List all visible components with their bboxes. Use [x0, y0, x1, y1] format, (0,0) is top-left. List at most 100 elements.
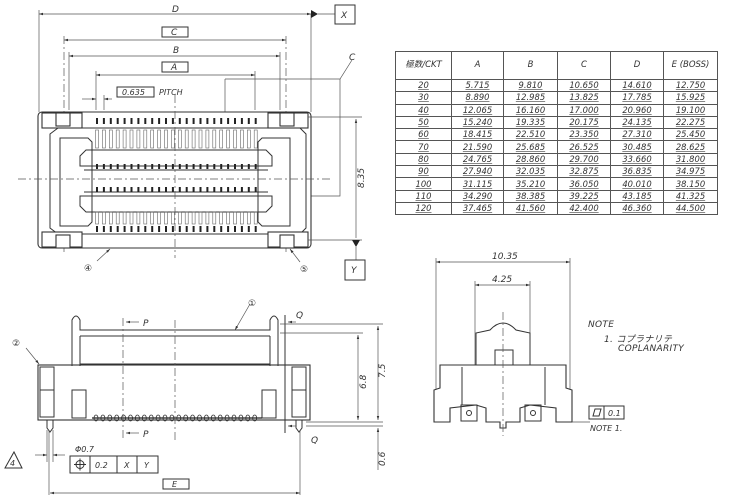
pin-lead — [109, 211, 113, 225]
boss-peg-right — [295, 420, 303, 433]
cell-dim: 28.860 — [503, 152, 558, 167]
cell-dim: 29.700 — [557, 152, 611, 167]
cell-dim: 12.065 — [451, 103, 504, 117]
pin-lead — [164, 211, 168, 225]
height-dim-label: 8.35 — [357, 168, 367, 188]
corner-boss-br — [267, 231, 309, 249]
cell-dim: 22.510 — [503, 128, 558, 142]
cell-dim: 38.385 — [503, 189, 558, 203]
cell-dim: 13.825 — [557, 91, 611, 105]
callout-2: ② — [12, 339, 20, 349]
cell-dim: 22.275 — [663, 115, 718, 130]
pin — [102, 226, 105, 232]
side-contact-pins — [92, 414, 262, 422]
pin — [178, 118, 181, 124]
section-p-bottom: P — [143, 430, 149, 440]
cell-dim: 31.115 — [451, 177, 504, 191]
cell-dim: 21.590 — [451, 140, 504, 154]
pin — [206, 226, 209, 232]
pin — [234, 118, 236, 124]
datum-y-label: Y — [351, 266, 358, 276]
pin — [185, 118, 188, 124]
pin-lead — [253, 129, 258, 149]
pin-lead — [115, 211, 120, 225]
pin — [123, 118, 126, 124]
cell-dim: 33.660 — [610, 152, 664, 167]
pin — [123, 164, 126, 169]
end-view: 10.35 4.25 0.1 NOTE 1. — [433, 252, 625, 436]
pin — [102, 187, 105, 192]
pin — [185, 187, 188, 192]
dim-c-label: C — [171, 28, 178, 38]
cell-dim: 24.135 — [610, 115, 664, 130]
pin — [199, 226, 202, 232]
pin — [206, 187, 209, 192]
pin — [227, 164, 230, 169]
pin — [240, 187, 243, 192]
cell-dim: 9.810 — [503, 78, 558, 93]
cell-dim: 36.835 — [610, 165, 664, 179]
pin-lead — [233, 211, 237, 225]
pin — [254, 226, 257, 232]
cell-dim: 15.240 — [451, 115, 504, 130]
pin — [165, 187, 167, 192]
datum-x-arrow — [311, 10, 318, 18]
pin — [192, 118, 195, 124]
pin-lead — [240, 129, 244, 149]
pin — [144, 164, 147, 169]
pin — [171, 187, 174, 192]
pin-lead — [136, 211, 141, 225]
cell-dim: 27.940 — [451, 165, 504, 179]
pitch-box — [116, 86, 155, 98]
pin — [151, 164, 154, 169]
cell-dim: 8.890 — [451, 91, 504, 105]
pin — [130, 118, 133, 124]
pin — [165, 226, 167, 232]
pin — [178, 164, 181, 169]
pin-lead — [226, 129, 230, 149]
pin — [144, 226, 147, 232]
pin — [130, 164, 133, 169]
pin — [109, 164, 112, 169]
flatness-value: 0.1 — [608, 409, 621, 418]
datum-y-arrow — [352, 240, 360, 247]
pin-lead — [95, 211, 99, 225]
pin — [199, 164, 202, 169]
pin-lead — [102, 211, 106, 225]
pin — [220, 187, 223, 192]
cell-dim: 19.335 — [503, 115, 558, 130]
position-tolerance-frame: 0.2 X Y — [69, 455, 159, 474]
pin — [247, 164, 250, 169]
header-d: D — [610, 51, 664, 80]
connector-side-body — [37, 364, 311, 421]
pin — [102, 164, 105, 169]
pin-lead — [157, 129, 161, 149]
callout-5: ⑤ — [300, 265, 308, 275]
pin — [240, 164, 243, 169]
end-dim-inner: 4.25 — [492, 275, 512, 285]
pin — [192, 164, 195, 169]
pin — [151, 226, 154, 232]
pin-lead — [205, 129, 210, 149]
cell-dim: 32.035 — [503, 165, 558, 179]
cell-ckt: 100 — [395, 177, 452, 191]
pin — [185, 164, 188, 169]
pin-lead — [184, 211, 189, 225]
header-c: C — [557, 51, 611, 80]
pin — [178, 187, 181, 192]
dim-7-5: 7.5 — [378, 363, 388, 378]
dim-b-label: B — [173, 46, 179, 56]
cell-ckt: 70 — [395, 140, 452, 154]
datum-y-box — [344, 259, 366, 281]
cell-dim: 43.185 — [610, 189, 664, 203]
corner-boss-tl — [41, 112, 83, 129]
pin — [234, 164, 236, 169]
pitch-value: 0.635 — [122, 88, 145, 97]
cell-dim: 12.985 — [503, 91, 558, 105]
pitch-label: PITCH — [159, 88, 183, 97]
cell-dim: 26.525 — [557, 140, 611, 154]
